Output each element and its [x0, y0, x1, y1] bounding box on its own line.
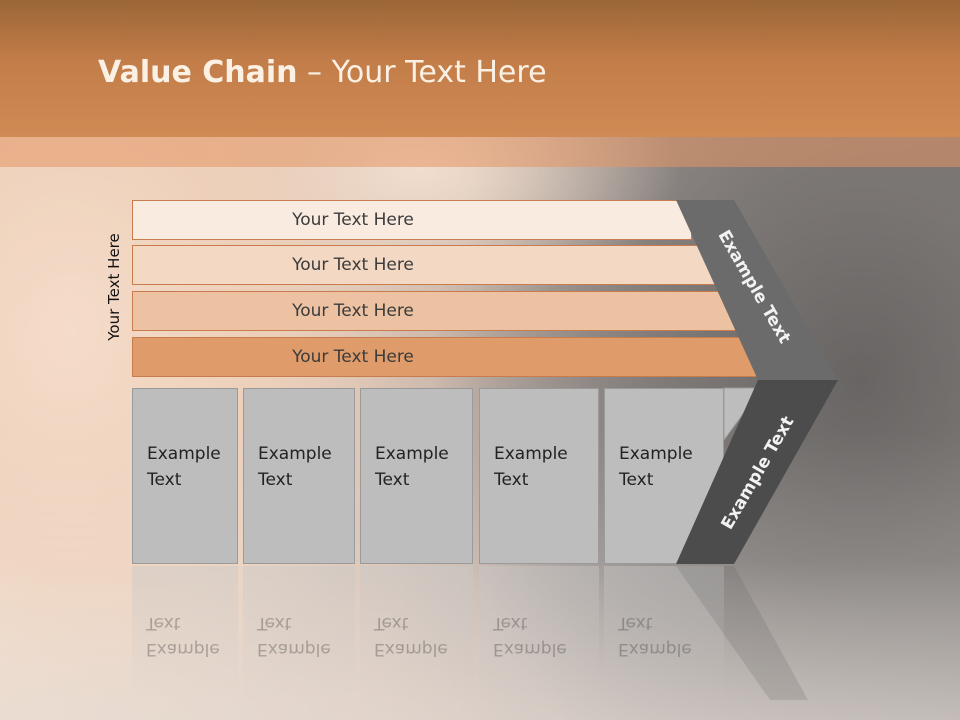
row-4-label: Your Text Here	[292, 347, 414, 367]
row-3: Your Text Here	[132, 291, 738, 331]
row-2-label: Your Text Here	[292, 255, 414, 275]
column-2-label: Example Text	[258, 444, 332, 490]
column-2: Example Text	[243, 388, 355, 564]
chevron-top	[676, 200, 838, 380]
row-2: Your Text Here	[132, 245, 718, 285]
chevron-bottom	[676, 380, 838, 564]
chevron-reflection	[676, 566, 808, 700]
row-4: Your Text Here	[132, 337, 762, 377]
column-4-label: Example Text	[494, 444, 568, 490]
column-5-reflection: Example Text	[604, 566, 724, 702]
title-bold: Value Chain	[98, 55, 298, 90]
column-5-label: Example Text	[619, 444, 693, 490]
slide-title: Value Chain – Your Text Here	[98, 55, 547, 90]
title-rest: – Your Text Here	[297, 55, 547, 90]
column-4-reflection: Example Text	[479, 566, 599, 702]
header-band	[0, 137, 960, 167]
column-1: Example Text	[132, 388, 238, 564]
row-3-label: Your Text Here	[292, 301, 414, 321]
bottom-fade	[0, 560, 960, 720]
column-1-reflection: Example Text	[132, 566, 238, 702]
column-3-label: Example Text	[375, 444, 449, 490]
column-1-label: Example Text	[147, 444, 221, 490]
row-1-label: Your Text Here	[292, 210, 414, 230]
column-4: Example Text	[479, 388, 599, 564]
column-2-reflection: Example Text	[243, 566, 355, 702]
header-bar	[0, 0, 960, 137]
column-3-reflection: Example Text	[360, 566, 473, 702]
row-1: Your Text Here	[132, 200, 692, 240]
column-3: Example Text	[360, 388, 473, 564]
